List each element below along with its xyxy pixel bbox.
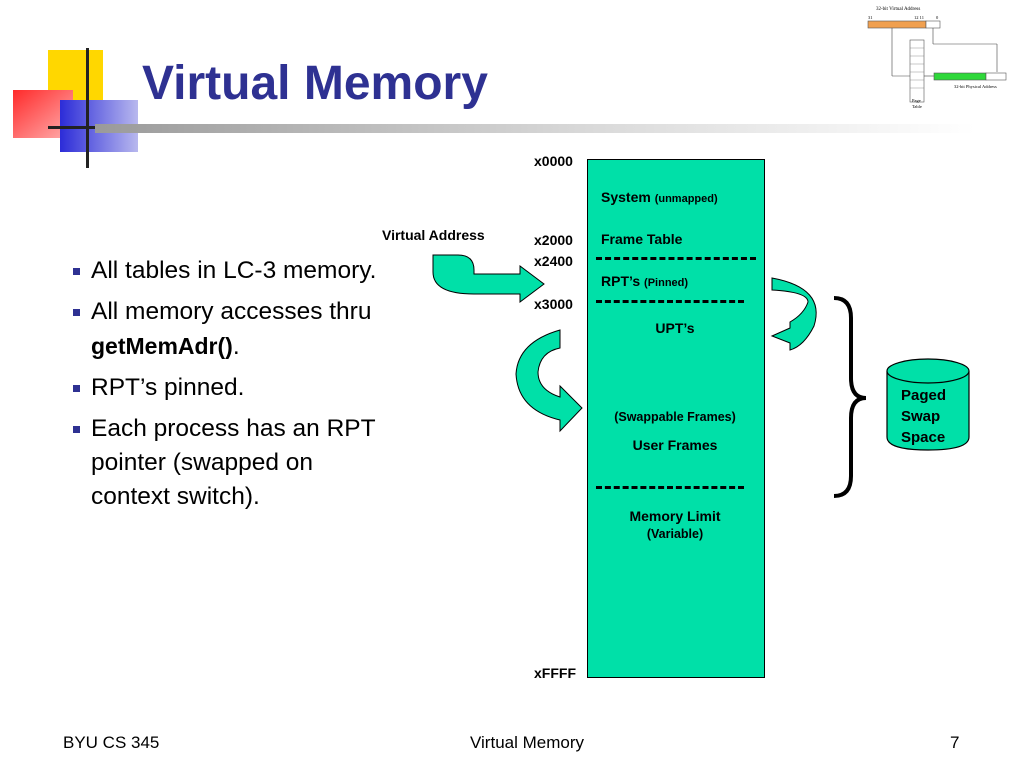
bullet-item: All tables in LC-3 memory. — [72, 254, 382, 288]
bullet-item: Each process has an RPT pointer (swapped… — [72, 412, 382, 514]
slide-number: 7 — [950, 733, 960, 752]
swappable-frames-label: (Swappable Frames) — [614, 410, 736, 424]
swap-brace-icon — [833, 296, 867, 498]
bullet-square-icon — [73, 309, 80, 316]
bullet-code: getMemAdr() — [91, 333, 233, 359]
swap-line-1: Paged — [901, 387, 947, 404]
thumb-bit0: 0 — [936, 15, 939, 20]
thumb-bit12: 12 11 — [914, 15, 924, 20]
slide-title: Virtual Memory — [142, 57, 488, 110]
bullet-list: All tables in LC-3 memory. All memory ac… — [72, 254, 382, 521]
variable-label: (Variable) — [646, 527, 704, 541]
vertical-line — [86, 48, 89, 168]
upt-to-frames-arrow-icon — [515, 329, 583, 433]
bullet-square-icon — [73, 426, 80, 433]
bullet-square-icon — [73, 385, 80, 392]
swap-line-2: Swap — [901, 408, 941, 425]
divider-user-frames — [596, 486, 744, 489]
horizontal-line — [48, 126, 140, 129]
thumb-pa-label: 32-bit Physical Address — [954, 84, 997, 89]
swap-space-label: Paged Swap Space — [901, 385, 946, 448]
rpts-note: (Pinned) — [644, 277, 689, 289]
bullet-text: RPT’s pinned. — [91, 374, 245, 401]
bullet-square-icon — [73, 268, 80, 275]
swap-line-3: Space — [901, 429, 946, 446]
frame-table-label: Frame Table — [601, 231, 683, 247]
upts-label: UPT’s — [655, 320, 695, 336]
thumb-table-label: Table — [912, 104, 922, 109]
system-label: System — [601, 189, 651, 205]
bullet-item: RPT’s pinned. — [72, 371, 382, 405]
rpts-region: RPT’s (Pinned) — [601, 273, 688, 289]
footer-title: Virtual Memory — [470, 733, 584, 752]
thumb-page-label: Page — [912, 98, 921, 103]
thumb-va-label: 32-bit Virtual Address — [876, 7, 920, 12]
address-xffff: xFFFF — [534, 665, 576, 681]
footer-course: BYU CS 345 — [63, 733, 160, 752]
memory-block — [587, 159, 765, 678]
rpts-label: RPT’s — [601, 273, 641, 289]
title-underline — [95, 124, 975, 133]
system-region: System (unmapped) — [601, 189, 718, 205]
swap-cylinder-icon — [886, 371, 970, 451]
address-x2000: x2000 — [534, 232, 573, 248]
memory-limit-label: Memory Limit — [629, 508, 721, 524]
virtual-address-arrow-icon — [432, 254, 545, 303]
user-frames-label: User Frames — [632, 437, 718, 453]
bullet-text: All memory accesses thru — [91, 298, 372, 325]
bullet-text-end: . — [232, 333, 240, 360]
address-x3000: x3000 — [534, 296, 573, 312]
address-translation-thumbnail: 32-bit Virtual Address 31 12 11 0 32-bit… — [867, 7, 1007, 109]
divider-rpts — [596, 300, 744, 303]
address-x0000: x0000 — [534, 153, 573, 169]
virtual-address-label: Virtual Address — [382, 227, 485, 243]
bullet-item: All memory accesses thru getMemAdr(). — [72, 295, 382, 364]
thumb-bit31: 31 — [868, 15, 873, 20]
swap-cylinder-top — [886, 358, 970, 384]
system-note: (unmapped) — [654, 193, 718, 205]
rpt-to-upt-arrow-icon — [770, 277, 817, 351]
divider-frame-table — [596, 257, 756, 260]
bullet-text: All tables in LC-3 memory. — [91, 257, 377, 284]
address-x2400: x2400 — [534, 253, 573, 269]
bullet-text: Each process has an RPT pointer (swapped… — [91, 415, 376, 510]
